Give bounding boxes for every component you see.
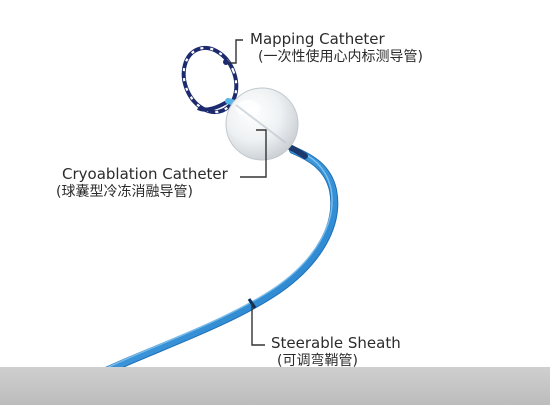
cryo-balloon <box>225 87 299 161</box>
cryoablation-catheter-subtitle: (球囊型冷冻消融导管) <box>56 183 193 200</box>
cryoablation-catheter-label: Cryoablation Catheter (球囊型冷冻消融导管) <box>56 165 228 201</box>
steerable-sheath-subtitle: (可调弯鞘管) <box>277 352 358 369</box>
steerable-sheath-label: Steerable Sheath (可调弯鞘管) <box>271 334 401 370</box>
cryoablation-catheter-title: Cryoablation Catheter <box>62 165 228 183</box>
steerable-sheath-title: Steerable Sheath <box>271 334 401 352</box>
leader-lines <box>230 39 267 346</box>
cryo-leader <box>240 129 267 178</box>
mapping-catheter-subtitle: (一次性使用心内标测导管) <box>258 48 423 65</box>
mapping-electrode <box>223 59 229 65</box>
steerable-sheath <box>100 146 339 376</box>
sheath-leader <box>251 303 265 346</box>
mapping-leader <box>230 39 243 64</box>
mapping-catheter-label: Mapping Catheter (一次性使用心内标测导管) <box>250 30 423 66</box>
bottom-gray-strip <box>0 367 550 405</box>
mapping-catheter-title: Mapping Catheter <box>250 30 385 48</box>
